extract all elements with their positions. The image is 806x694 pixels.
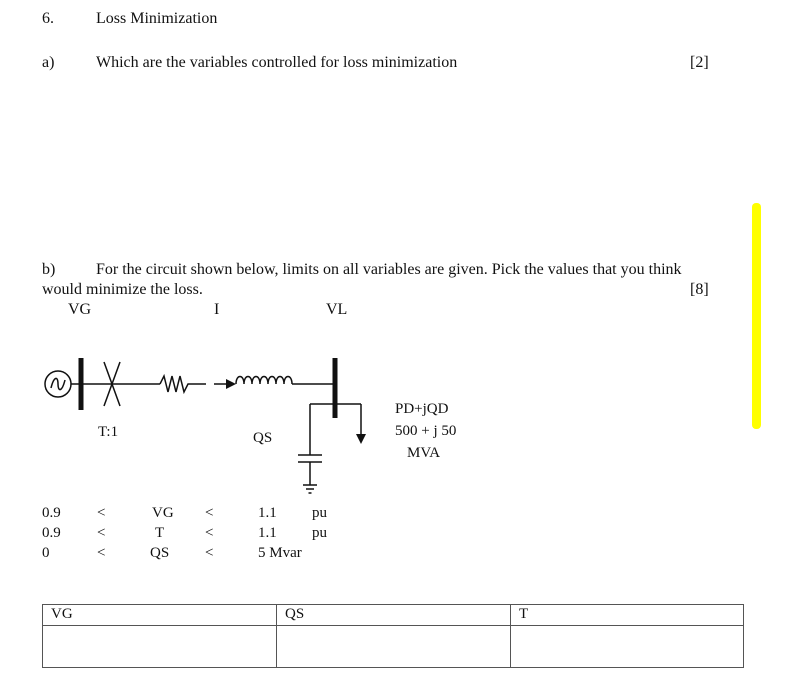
limit-vg-lt2: <	[205, 505, 214, 521]
label-vg: VG	[68, 301, 92, 318]
limit-vg-var: VG	[152, 505, 174, 521]
limit-t-lt1: <	[97, 525, 106, 541]
part-a-text: Which are the variables controlled for l…	[96, 54, 458, 71]
label-transformer-ratio: T:1	[98, 424, 119, 440]
transformer-icon	[103, 361, 121, 407]
answer-header-vg: VG	[42, 604, 277, 626]
inductor-icon	[235, 375, 293, 385]
limit-vg-min: 0.9	[42, 505, 61, 521]
limit-t-lt2: <	[205, 525, 214, 541]
limit-qs-min: 0	[42, 545, 50, 561]
part-b-label: b)	[42, 261, 56, 278]
limit-qs-var: QS	[150, 545, 170, 561]
limit-t-unit: pu	[312, 525, 327, 541]
label-current: I	[214, 301, 220, 318]
highlighter-mark	[752, 203, 761, 429]
load-line2: 500 + j 50	[395, 423, 457, 439]
limit-t-min: 0.9	[42, 525, 61, 541]
answer-header-t: T	[510, 604, 744, 626]
part-b-marks: [8]	[690, 281, 709, 298]
resistor-icon	[159, 373, 206, 395]
question-title: Loss Minimization	[96, 10, 218, 27]
part-a-label: a)	[42, 54, 55, 71]
question-number: 6.	[42, 10, 54, 27]
answer-cell-qs[interactable]	[276, 625, 511, 668]
limit-qs-lt1: <	[97, 545, 106, 561]
limit-vg-max: 1.1	[258, 505, 277, 521]
part-b-text-line1: For the circuit shown below, limits on a…	[96, 261, 682, 278]
limit-t-max: 1.1	[258, 525, 277, 541]
answer-cell-t[interactable]	[510, 625, 744, 668]
label-qs: QS	[253, 430, 273, 446]
load-line3: MVA	[407, 445, 441, 461]
limit-vg-unit: pu	[312, 505, 327, 521]
limit-t-var: T	[155, 525, 165, 541]
limit-qs-lt2: <	[205, 545, 214, 561]
limit-vg-lt1: <	[97, 505, 106, 521]
part-b-text-line2: would minimize the loss.	[42, 281, 203, 298]
answer-table: VG QS T	[42, 604, 744, 668]
label-vl: VL	[326, 301, 348, 318]
answer-cell-vg[interactable]	[42, 625, 277, 668]
generator-sine-icon	[50, 377, 66, 391]
limit-qs-max: 5 Mvar	[258, 545, 302, 561]
load-line1: PD+jQD	[395, 401, 449, 417]
part-a-marks: [2]	[690, 54, 709, 71]
answer-header-qs: QS	[276, 604, 511, 626]
